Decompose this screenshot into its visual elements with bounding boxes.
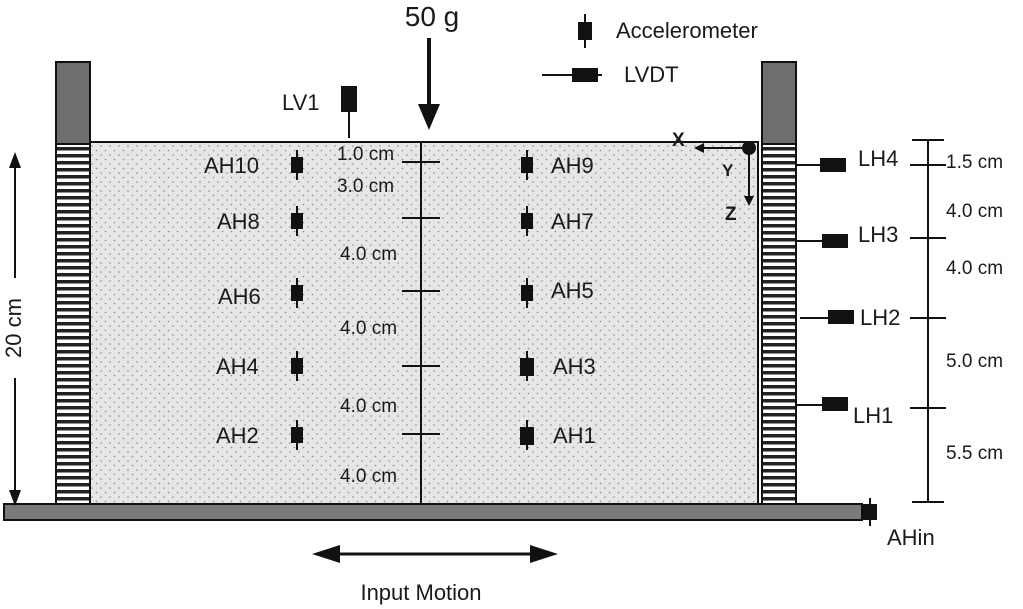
svg-text:AH1: AH1 [553, 423, 596, 448]
lv1-label: LV1 [282, 90, 320, 115]
svg-text:AH8: AH8 [217, 209, 260, 234]
center-ticks [402, 161, 440, 435]
legend-accelerometer-label: Accelerometer [616, 18, 758, 43]
svg-text:AH4: AH4 [216, 354, 259, 379]
accelerometer-left-1: AH10 [204, 150, 303, 180]
height-arrow-bottom [9, 490, 21, 506]
svg-text:LH3: LH3 [858, 222, 898, 247]
base-plate [3, 503, 863, 521]
accelerometer-right-5: AH1 [520, 420, 596, 450]
accelerometer-right-1: AH9 [521, 150, 594, 180]
legend-accelerometer-icon [578, 22, 592, 40]
height-label: 20 cm [1, 298, 26, 358]
accelerometer-left-3: AH6 [218, 278, 303, 309]
right-spacing-5: 5.5 cm [946, 443, 1003, 464]
lv1-sensor-icon [341, 86, 357, 112]
lvdt-lh3: LH3 [796, 222, 898, 248]
input-motion-label: Input Motion [360, 580, 481, 605]
svg-text:LH1: LH1 [853, 403, 893, 428]
legend-lvdt-label: LVDT [624, 62, 679, 87]
center-spacing-4: 4.0 cm [340, 318, 397, 339]
left-wall-cap [55, 61, 91, 145]
svg-text:LH2: LH2 [860, 305, 900, 330]
svg-text:LH4: LH4 [858, 146, 898, 171]
coordinate-axes: X Y Z [672, 130, 756, 225]
lvdt-lh1: LH1 [796, 397, 893, 428]
accelerometer-right-4: AH3 [520, 351, 596, 381]
right-spacing-1: 1.5 cm [946, 152, 1003, 173]
gravity-arrow-head [418, 104, 440, 130]
right-wall-laminar [761, 143, 797, 505]
svg-text:AH3: AH3 [553, 354, 596, 379]
right-wall-cap [761, 61, 797, 145]
legend-lvdt-icon [572, 68, 598, 82]
center-spacing-6: 4.0 cm [340, 466, 397, 487]
axis-y-label: Y [722, 161, 734, 180]
right-spacing-2: 4.0 cm [946, 201, 1003, 222]
center-spacing-3: 4.0 cm [340, 244, 397, 265]
height-label-gap [4, 278, 26, 378]
right-spacing-4: 5.0 cm [946, 351, 1003, 372]
axes-origin [742, 141, 756, 155]
accelerometer-left-5: AH2 [216, 420, 303, 450]
svg-text:AH2: AH2 [216, 423, 259, 448]
svg-text:AH5: AH5 [551, 278, 594, 303]
ahin-label: AHin [887, 525, 935, 550]
soil-texture [91, 143, 757, 503]
svg-text:AH10: AH10 [204, 153, 259, 178]
svg-text:AH9: AH9 [551, 153, 594, 178]
svg-text:AH6: AH6 [218, 284, 261, 309]
center-spacing-1: 1.0 cm [337, 144, 394, 165]
lvdt-lh4: LH4 [796, 146, 898, 172]
gravity-label: 50 g [405, 1, 460, 32]
accelerometer-left-4: AH4 [216, 351, 303, 381]
ahin-sensor-icon [863, 504, 877, 520]
input-motion-arrow-right [530, 545, 558, 563]
accelerometer-right-3: AH5 [521, 278, 594, 308]
input-motion-arrow-left [312, 545, 340, 563]
center-spacing-5: 4.0 cm [340, 396, 397, 417]
accelerometer-right-2: AH7 [521, 206, 594, 236]
svg-text:AH7: AH7 [551, 209, 594, 234]
lvdt-lh2: LH2 [800, 305, 900, 330]
axis-x-label: X [672, 130, 685, 151]
center-spacing-2: 3.0 cm [337, 176, 394, 197]
accelerometer-left-2: AH8 [217, 206, 303, 236]
height-arrow-top [9, 152, 21, 168]
right-spacing-3: 4.0 cm [946, 258, 1003, 279]
left-wall-laminar [55, 143, 91, 505]
axis-z-label: Z [725, 204, 737, 225]
right-dimension-ticks [910, 139, 946, 503]
